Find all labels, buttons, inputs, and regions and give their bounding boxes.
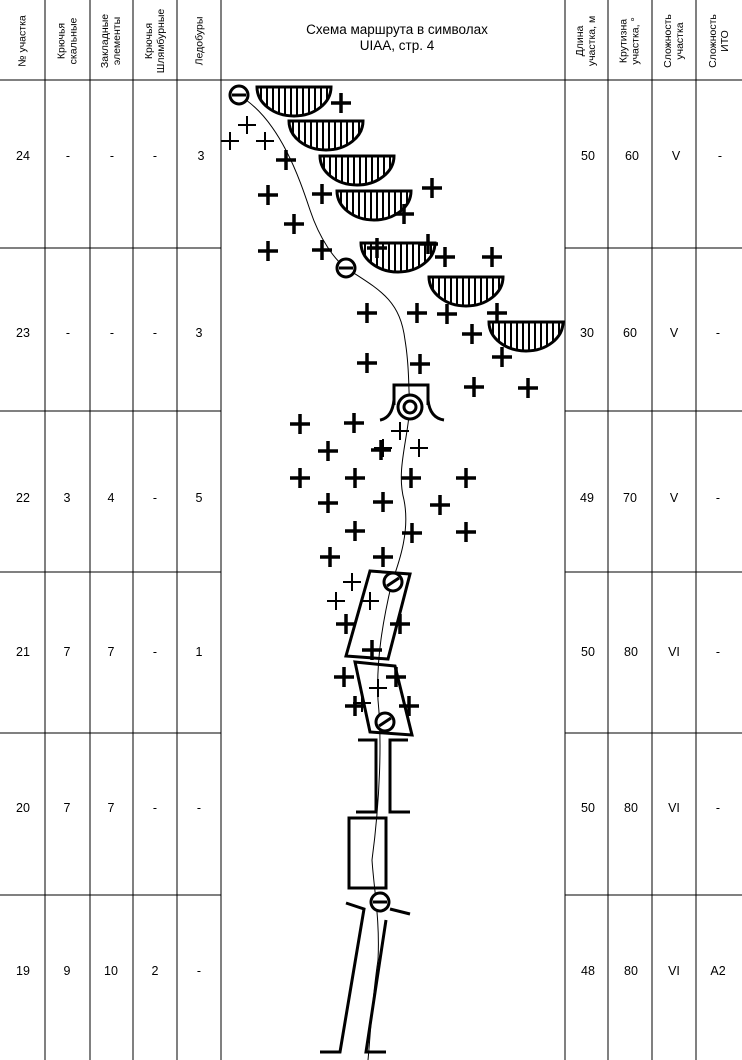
row-23-ice-screws: 3: [195, 326, 203, 340]
row-21-ice-screws: 1: [195, 645, 203, 659]
row-23-rock-pitons: -: [65, 326, 71, 340]
row-21-bolts: -: [152, 645, 158, 659]
row-23-number: 23: [16, 326, 30, 340]
row-19-rock-pitons: 9: [63, 964, 71, 978]
row-21-aid: -: [715, 645, 721, 659]
row-24-bolts: -: [152, 149, 158, 163]
row-23-difficulty: V: [669, 326, 679, 340]
row-24-chocks: -: [109, 149, 115, 163]
row-22-number: 22: [16, 491, 30, 505]
row-20-ice-screws: -: [196, 801, 202, 815]
row-22-rock-pitons: 3: [63, 491, 71, 505]
row-19-length: 48: [581, 964, 595, 978]
scheme-title-line1: Схема маршрута в символах: [306, 22, 488, 37]
row-24-aid: -: [717, 149, 723, 163]
row-21-number: 21: [16, 645, 30, 659]
row-22-length: 49: [580, 491, 594, 505]
row-21-rock-pitons: 7: [63, 645, 71, 659]
row-20-bolts: -: [152, 801, 158, 815]
route-line: [239, 95, 411, 1060]
scheme-title: Схема маршрута в символах UIAA, стр. 4: [230, 22, 564, 54]
row-20-difficulty: VI: [668, 801, 680, 815]
row-19-aid: A2: [710, 964, 726, 978]
row-23-chocks: -: [109, 326, 115, 340]
row-21-chocks: 7: [107, 645, 115, 659]
row-24-length: 50: [581, 149, 595, 163]
belay-station-symbol: [379, 383, 445, 422]
row-24-steepness: 60: [625, 149, 639, 163]
row-24-ice-screws: 3: [197, 149, 205, 163]
row-21-steepness: 80: [624, 645, 638, 659]
row-20-number: 20: [16, 801, 30, 815]
row-19-bolts: 2: [151, 964, 159, 978]
row-20-aid: -: [715, 801, 721, 815]
row-22-chocks: 4: [107, 491, 115, 505]
rock-slab-symbols: [320, 569, 414, 1054]
row-23-length: 30: [580, 326, 594, 340]
row-23-aid: -: [715, 326, 721, 340]
row-22-difficulty: V: [669, 491, 679, 505]
row-22-bolts: -: [152, 491, 158, 505]
row-21-length: 50: [581, 645, 595, 659]
row-20-chocks: 7: [107, 801, 115, 815]
row-20-steepness: 80: [624, 801, 638, 815]
row-19-ice-screws: -: [196, 964, 202, 978]
row-23-steepness: 60: [623, 326, 637, 340]
row-22-ice-screws: 5: [195, 491, 203, 505]
row-20-rock-pitons: 7: [63, 801, 71, 815]
row-24-difficulty: V: [671, 149, 681, 163]
scheme-title-line2: UIAA, стр. 4: [359, 38, 435, 53]
row-24-rock-pitons: -: [65, 149, 71, 163]
row-22-steepness: 70: [623, 491, 637, 505]
row-19-number: 19: [16, 964, 30, 978]
row-24-number: 24: [16, 149, 30, 163]
row-19-chocks: 10: [104, 964, 118, 978]
row-19-difficulty: VI: [668, 964, 680, 978]
row-21-difficulty: VI: [668, 645, 680, 659]
row-20-length: 50: [581, 801, 595, 815]
row-23-bolts: -: [152, 326, 158, 340]
row-22-aid: -: [715, 491, 721, 505]
row-19-steepness: 80: [624, 964, 638, 978]
